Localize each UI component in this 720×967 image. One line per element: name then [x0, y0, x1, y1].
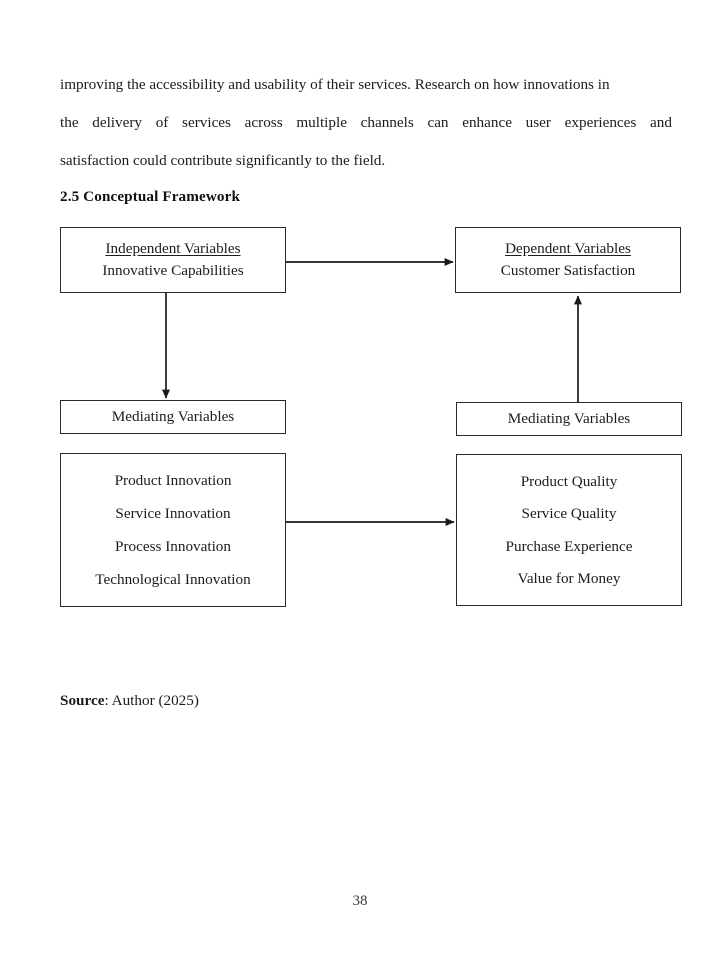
- paragraph-word: delivery: [92, 114, 143, 131]
- box-mediating-variables-right[interactable]: Mediating Variables: [456, 402, 682, 436]
- body-paragraph: improving the accessibility and usabilit…: [60, 66, 672, 180]
- independent-variables-subtitle: Innovative Capabilities: [102, 262, 244, 279]
- independent-variables-title: Independent Variables: [105, 239, 241, 257]
- paragraph-word: channels: [360, 114, 414, 131]
- section-heading: 2.5 Conceptual Framework: [60, 188, 240, 205]
- paragraph-word: across: [244, 114, 283, 131]
- paragraph-word: services: [182, 114, 231, 131]
- innovation-item: Product Innovation: [114, 471, 232, 489]
- quality-item: Purchase Experience: [505, 537, 633, 555]
- quality-item: Value for Money: [517, 570, 621, 588]
- paragraph-word: the: [60, 114, 79, 131]
- innovation-item: Technological Innovation: [95, 570, 251, 588]
- figure-source: Source: Author (2025): [60, 692, 199, 710]
- source-value: : Author (2025): [104, 692, 199, 709]
- quality-item: Product Quality: [520, 472, 618, 490]
- paragraph-line-3: satisfaction could contribute significan…: [60, 152, 386, 169]
- paragraph-word: can: [427, 114, 449, 131]
- page-number: 38: [352, 893, 368, 909]
- paragraph-word: of: [155, 114, 169, 131]
- paragraph-word: and: [650, 114, 672, 131]
- dependent-variables-subtitle: Customer Satisfaction: [500, 262, 636, 279]
- box-satisfaction-dimensions[interactable]: Product Quality Service Quality Purchase…: [456, 454, 682, 606]
- source-label: Source: [60, 692, 105, 709]
- mediating-variables-left-label: Mediating Variables: [111, 408, 235, 426]
- box-mediating-variables-left[interactable]: Mediating Variables: [60, 400, 286, 434]
- dependent-variables-title: Dependent Variables: [505, 239, 631, 257]
- paragraph-line-1: improving the accessibility and usabilit…: [60, 76, 610, 93]
- innovation-item: Process Innovation: [115, 537, 231, 555]
- box-independent-variables[interactable]: Independent Variables Innovative Capabil…: [60, 227, 286, 293]
- paragraph-word: experiences: [564, 114, 637, 131]
- paragraph-word: enhance: [462, 114, 512, 131]
- quality-item: Service Quality: [521, 505, 617, 523]
- box-innovation-dimensions[interactable]: Product Innovation Service Innovation Pr…: [60, 453, 286, 607]
- mediating-variables-right-label: Mediating Variables: [507, 410, 631, 428]
- paragraph-word: user: [525, 114, 551, 131]
- innovation-item: Service Innovation: [115, 504, 231, 522]
- paragraph-line-2: the delivery of services across multiple…: [60, 104, 672, 142]
- box-dependent-variables[interactable]: Dependent Variables Customer Satisfactio…: [455, 227, 681, 293]
- paragraph-word: multiple: [296, 114, 347, 131]
